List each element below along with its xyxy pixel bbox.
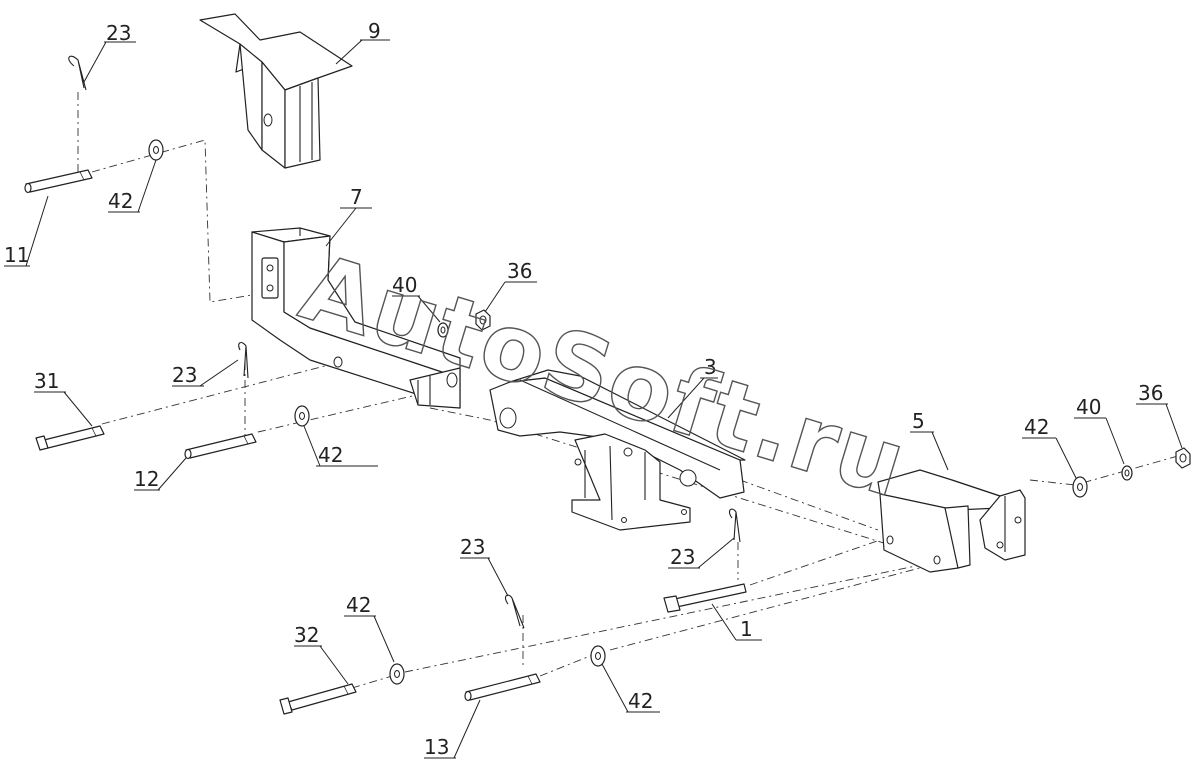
callout-23: 23 [670, 545, 695, 569]
axis-line [609, 559, 951, 651]
callout-42: 42 [108, 189, 133, 213]
washer-42-right [1072, 476, 1088, 498]
bolt-31 [35, 425, 105, 451]
callout-32: 32 [294, 623, 319, 647]
axis-lines [77, 92, 1179, 689]
callout-23: 23 [172, 363, 197, 387]
callout-5: 5 [912, 409, 925, 433]
axis-line [1029, 455, 1179, 486]
axis-line [351, 675, 393, 689]
pin-1 [663, 583, 747, 613]
axis-line [429, 407, 891, 546]
cotter-pin-23-lower [504, 594, 525, 629]
pin-12 [184, 433, 257, 460]
axis-line [404, 561, 936, 673]
washer-42-top [148, 139, 164, 161]
cotter-pin-23-middle [238, 341, 249, 379]
callout-labels: 23 9 42 11 7 40 36 23 31 42 12 3 5 42 40… [4, 19, 1163, 759]
callout-36: 36 [507, 259, 532, 283]
leader-lines [4, 39, 1183, 759]
axis-line [539, 653, 596, 677]
nut-36-upper [475, 309, 491, 331]
washer-42-middle [294, 405, 310, 427]
callout-13: 13 [424, 735, 449, 759]
callout-9: 9 [368, 19, 381, 43]
callout-23: 23 [106, 21, 131, 45]
callout-11: 11 [4, 243, 29, 267]
part-7-beam-bracket [251, 227, 461, 409]
washer-42-lower-left [389, 663, 405, 685]
washer-40-right [1121, 465, 1133, 481]
part-5-bracket [877, 469, 1026, 573]
callout-40: 40 [392, 273, 417, 297]
part-3-frame [489, 369, 746, 531]
callout-7: 7 [350, 185, 363, 209]
cotter-pin-23-top [68, 55, 87, 91]
callout-36: 36 [1138, 381, 1163, 405]
callout-42: 42 [628, 689, 653, 713]
pin-11 [24, 169, 93, 194]
callout-1: 1 [740, 617, 753, 641]
fasteners [24, 55, 1191, 715]
callout-31: 31 [34, 369, 59, 393]
axis-line [91, 139, 271, 303]
part-9-cover-bracket [199, 13, 353, 169]
axis-line [749, 539, 881, 586]
cotter-pin-23-right [728, 508, 741, 543]
nut-36-right [1175, 447, 1191, 469]
callout-3: 3 [704, 355, 717, 379]
bolt-32 [279, 683, 357, 715]
callout-42: 42 [318, 443, 343, 467]
callout-42: 42 [346, 593, 371, 617]
axis-line [101, 361, 341, 425]
callout-40: 40 [1076, 395, 1101, 419]
callout-42: 42 [1024, 415, 1049, 439]
callout-12: 12 [134, 467, 159, 491]
axis-line [739, 479, 879, 531]
callout-23: 23 [460, 535, 485, 559]
washer-40-upper [437, 322, 449, 338]
washer-42-lower-right [590, 645, 606, 667]
pin-13 [464, 673, 541, 702]
